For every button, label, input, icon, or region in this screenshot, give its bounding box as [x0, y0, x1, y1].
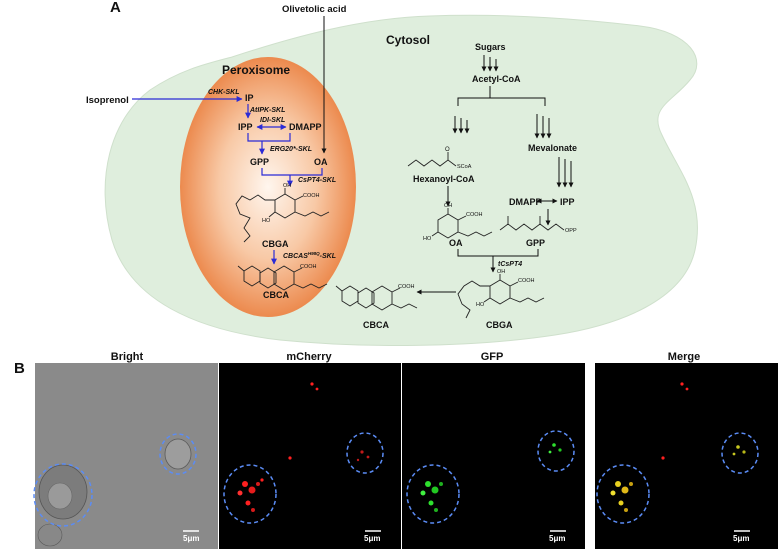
mcherry-cell-outline-1 [223, 464, 277, 524]
gfp-scale-bar-label: 5μm [549, 534, 565, 543]
hexanoyl-coa-label: Hexanoyl-CoA [413, 174, 475, 184]
oa-gpp-bracket [457, 249, 539, 257]
svg-text:OH: OH [497, 269, 505, 275]
bright-scale-bar-label: 5μm [183, 534, 199, 543]
acetyl-coa-to-mevalonate-line [490, 97, 546, 106]
peroxisome-label: Peroxisome [222, 63, 290, 77]
hexanoyl-coa-structure: O SCoA [407, 147, 472, 170]
merge-cell-outline-1 [596, 464, 650, 524]
svg-text:OH: OH [283, 183, 291, 189]
gpp-structure-cytosol: OPP [499, 216, 577, 234]
bright-title: Bright [111, 351, 144, 363]
ipp-dmapp-to-gpp-bracket [247, 133, 291, 142]
enzyme-atipk-skl: AtIPK-SKL [249, 107, 285, 114]
svg-text:OH: OH [444, 203, 452, 209]
enzyme-tcspt4: tCsPT4 [498, 261, 522, 268]
sugars-label: Sugars [475, 42, 506, 52]
svg-text:O: O [445, 147, 450, 153]
svg-text:HO: HO [476, 302, 485, 308]
mevalonate-label: Mevalonate [528, 143, 577, 153]
bright-cell-outline-1 [33, 463, 93, 527]
oa-label-cytosol: OA [449, 238, 463, 248]
cbga-label-peroxisome: CBGA [262, 239, 289, 249]
cbga-label-cytosol: CBGA [486, 320, 513, 330]
cbga-structure-peroxisome: OH COOH HO [235, 183, 330, 243]
svg-text:COOH: COOH [303, 193, 320, 199]
svg-text:COOH: COOH [300, 264, 317, 270]
enzyme-erg20-skl: ERG20*-SKL [270, 146, 312, 153]
merge-scale-bar-label: 5μm [733, 534, 749, 543]
dmapp-label: DMAPP [289, 122, 322, 132]
acetyl-coa-to-hexanoyl-line [457, 86, 491, 106]
gfp-cell-outline-1 [406, 464, 460, 524]
mcherry-image: 5μm [219, 363, 401, 549]
ipp-label: IPP [238, 122, 253, 132]
dmapp-label-cytosol: DMAPP [509, 197, 542, 207]
gpp-oa-bracket [261, 168, 323, 176]
cytosol-label: Cytosol [386, 33, 430, 47]
oa-structure-cytosol: OH COOH HO [423, 203, 493, 242]
svg-text:COOH: COOH [398, 284, 415, 290]
merge-title: Merge [668, 351, 700, 363]
mcherry-scale-bar-label: 5μm [364, 534, 380, 543]
svg-text:OPP: OPP [565, 228, 577, 234]
enzyme-cspt4-skl: CsPT4-SKL [298, 177, 336, 184]
cbga-structure-cytosol: OH COOH HO [457, 269, 545, 319]
svg-text:COOH: COOH [466, 212, 483, 218]
gpp-label: GPP [250, 157, 269, 167]
mcherry-title: mCherry [286, 351, 332, 363]
enzyme-idi-skl: IDI-SKL [260, 117, 285, 124]
enzyme-chk-skl: CHK-SKL [208, 89, 240, 96]
cbca-structure-cytosol: COOH [335, 284, 418, 311]
gfp-cell-outline-2 [537, 430, 575, 472]
enzyme-cbcas-skl: CBCASH98Q-SKL [283, 251, 336, 260]
cbca-structure-peroxisome: COOH [237, 264, 328, 291]
oa-label: OA [314, 157, 328, 167]
ip-label: IP [245, 93, 254, 103]
panel-b-label: B [14, 360, 25, 377]
merge-image: 5μm [595, 363, 778, 549]
mcherry-cell-outline-2 [346, 432, 384, 474]
svg-text:COOH: COOH [518, 278, 535, 284]
isoprenol-label: Isoprenol [86, 95, 129, 106]
svg-text:HO: HO [262, 218, 271, 224]
bright-image: 5μm [33, 363, 218, 549]
gfp-image: 5μm [402, 363, 585, 549]
olivetolic-acid-label: Olivetolic acid [282, 4, 347, 15]
svg-text:HO: HO [423, 236, 432, 242]
gfp-title: GFP [481, 351, 504, 363]
merge-cell-outline-2 [721, 432, 759, 474]
gpp-label-cytosol: GPP [526, 238, 545, 248]
peroxisome-compartment [180, 57, 356, 317]
cbca-label-cytosol: CBCA [363, 320, 389, 330]
svg-text:SCoA: SCoA [457, 164, 472, 170]
bright-cell-outline-2 [159, 433, 197, 475]
panel-a-label: A [110, 0, 121, 16]
ipp-label-cytosol: IPP [560, 197, 575, 207]
acetyl-coa-label: Acetyl-CoA [472, 74, 521, 84]
cbca-label-peroxisome: CBCA [263, 290, 289, 300]
